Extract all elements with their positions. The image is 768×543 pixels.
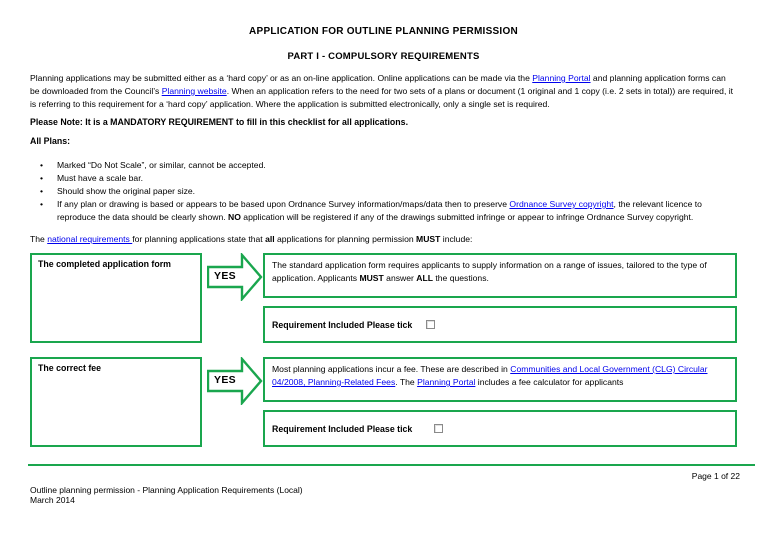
requirement-label-box: The correct fee <box>30 357 202 447</box>
list-item: Marked “Do Not Scale”, or similar, canno… <box>30 159 737 172</box>
tick-label: Requirement Included Please tick <box>272 423 413 434</box>
page-footer: Page 1 of 22 Outline planning permission… <box>0 471 768 506</box>
hyperlink[interactable]: Communities and Local Government (CLG) C… <box>272 364 708 387</box>
requirements-table: The completed application form YES The s… <box>30 253 737 447</box>
hyperlink[interactable]: national requirements <box>47 234 133 244</box>
list-item: Should show the original paper size. <box>30 185 737 198</box>
list-item: If any plan or drawing is based or appea… <box>30 198 737 224</box>
right-block-arrow-icon <box>207 357 263 405</box>
right-block-arrow-icon <box>207 253 263 301</box>
hyperlink[interactable]: Planning Portal <box>532 73 591 83</box>
requirement-description-box: The standard application form requires a… <box>263 253 737 298</box>
requirements-intro: The national requirements for planning a… <box>30 234 473 244</box>
list-item: Must have a scale bar. <box>30 172 737 185</box>
hyperlink[interactable]: Ordnance Survey copyright <box>509 199 614 209</box>
requirement-detail-column: The standard application form requires a… <box>263 253 737 343</box>
requirement-tick-box: Requirement Included Please tick <box>263 410 737 447</box>
document-page: APPLICATION FOR OUTLINE PLANNING PERMISS… <box>0 0 768 447</box>
requirement-description-box: Most planning applications incur a fee. … <box>263 357 737 402</box>
requirement-tick-box: Requirement Included Please tick <box>263 306 737 343</box>
requirement-label-box: The completed application form <box>30 253 202 343</box>
footer-date: March 2014 <box>30 495 75 505</box>
part-subtitle: PART I - COMPULSORY REQUIREMENTS <box>287 51 480 62</box>
all-plans-list: Marked “Do Not Scale”, or similar, canno… <box>30 159 737 224</box>
yes-arrow: YES <box>202 253 263 301</box>
hyperlink[interactable]: Planning Portal <box>417 377 476 387</box>
requirement-detail-column: Most planning applications incur a fee. … <box>263 357 737 447</box>
footer-divider <box>28 464 755 466</box>
page-title: APPLICATION FOR OUTLINE PLANNING PERMISS… <box>249 26 518 37</box>
footer-doc-title: Outline planning permission - Planning A… <box>30 484 303 495</box>
requirement-row-correct-fee: The correct fee YES Most planning applic… <box>30 357 737 447</box>
tick-label: Requirement Included Please tick <box>272 319 413 330</box>
all-plans-heading: All Plans: <box>30 136 71 146</box>
requirement-checkbox[interactable] <box>426 320 436 329</box>
yes-arrow-label: YES <box>214 270 236 282</box>
yes-arrow-label: YES <box>214 374 236 386</box>
requirement-row-application-form: The completed application form YES The s… <box>30 253 737 343</box>
intro-paragraph: Planning applications may be submitted e… <box>30 73 734 109</box>
page-number: Page 1 of 22 <box>691 471 740 481</box>
hyperlink[interactable]: Planning website <box>161 86 227 96</box>
yes-arrow: YES <box>202 357 263 405</box>
mandatory-note: Please Note: It is a MANDATORY REQUIREME… <box>30 117 409 127</box>
requirement-checkbox[interactable] <box>434 424 444 433</box>
